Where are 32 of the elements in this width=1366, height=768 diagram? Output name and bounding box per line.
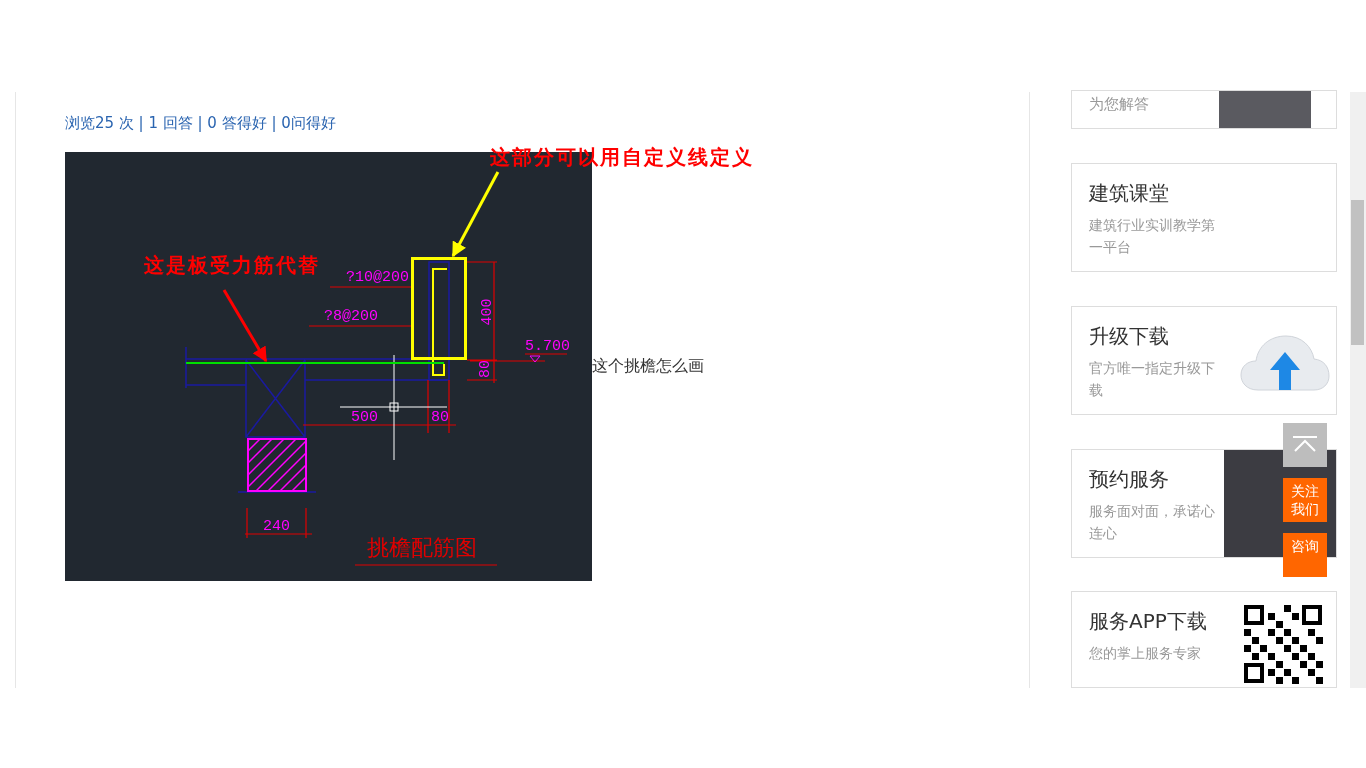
stats-text: 浏览25 次 | 1 回答 | 0 答得好 | 0问得好 [65,114,336,133]
rebar-line [186,362,444,364]
dimension-text: 240 [263,519,290,535]
leader-line [329,286,412,288]
card-description: 服务面对面，承诺心连心 [1089,502,1216,543]
card-heading: 建筑课堂 [1089,180,1169,207]
card-heading: 预约服务 [1089,466,1169,493]
highlight-box [411,257,467,360]
elevation-text: 5.700 [525,339,570,355]
service-card [1071,306,1337,415]
leader-arrow [222,289,268,363]
rebar-spec-text: ?8@200 [309,309,378,325]
dimension-text: 80 [431,410,449,426]
card-heading: 为您解答 [1089,95,1149,114]
dimension-text: 400 [479,298,496,326]
leader-arrow [451,171,500,258]
leader-line [308,325,412,327]
card-heading: 服务APP下载 [1089,608,1207,635]
card-description: 您的掌上服务专家 [1089,644,1202,663]
card-description: 建筑行业实训教学第一平台 [1089,216,1216,257]
drawing-title: 挑檐配筋图 [367,534,477,562]
card-description: 官方唯一指定升级下载 [1089,359,1216,400]
service-card [1071,591,1337,688]
question-text: 这个挑檐怎么画 [592,356,704,377]
annotation-text: 这是板受力筋代替 [144,254,320,276]
rebar-spec-text: ?10@200 [330,270,409,286]
card-heading: 升级下载 [1089,323,1169,350]
dimension-text: 500 [351,410,378,426]
service-card [1071,163,1337,272]
service-card [1071,90,1337,129]
consult-button: 咨询 [1283,533,1327,577]
dimension-text: 80 [478,360,494,378]
